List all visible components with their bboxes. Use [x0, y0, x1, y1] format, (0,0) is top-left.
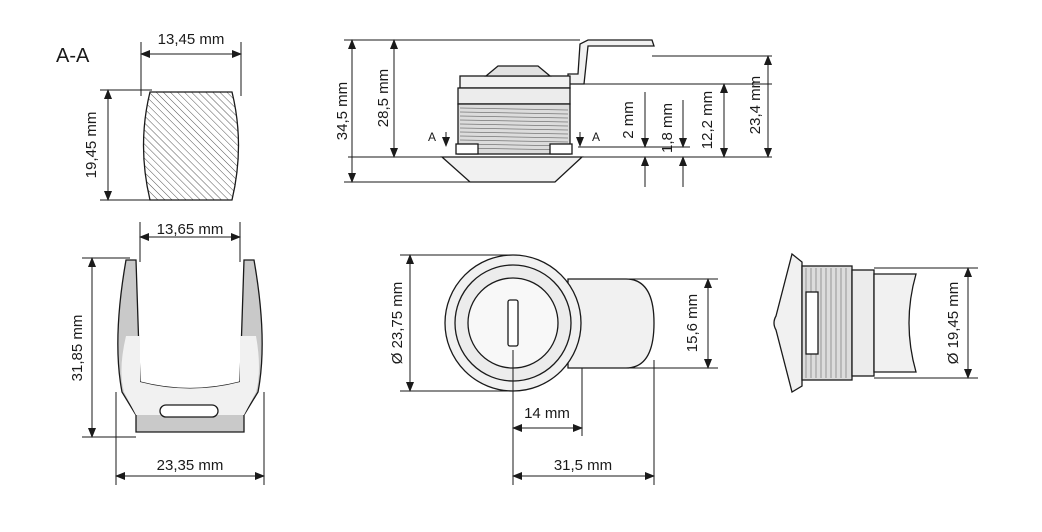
top-cap	[459, 75, 571, 89]
dim-clip-height: 31,85 mm	[69, 315, 86, 382]
section-view-a-a: A-A 13,45 mm 19,45 mm	[56, 31, 242, 201]
side-bezel	[773, 252, 803, 394]
collar	[457, 87, 571, 105]
side-thread-lines	[805, 268, 847, 378]
clip-front-view: 13,65 mm 31,85 mm 23,35 mm	[69, 221, 265, 485]
nut-left	[455, 143, 479, 155]
dim-body-height: 28,5 mm	[375, 69, 392, 127]
dim-clip-width-bottom: 23,35 mm	[157, 457, 224, 474]
dim-section-width: 13,45 mm	[158, 31, 225, 48]
dim-flange-2: 2 mm	[620, 101, 637, 139]
lock-front-view: Ø 23,75 mm 15,6 mm 14 mm 31,5 mm	[389, 254, 718, 485]
dim-section-height: 19,45 mm	[83, 112, 100, 179]
cam-arm	[567, 278, 655, 369]
key-plug-top	[484, 65, 552, 77]
dim-front-diameter: Ø 23,75 mm	[389, 282, 406, 365]
lock-side-view: Ø 19,45 mm	[773, 252, 978, 394]
clip-inner-shade	[121, 336, 259, 415]
clip-slot	[159, 404, 219, 418]
cam-lever	[567, 39, 655, 85]
dim-flange-1-8: 1,8 mm	[659, 103, 676, 153]
side-nut	[805, 291, 819, 355]
dim-offset-14: 14 mm	[524, 405, 570, 422]
nut-right	[549, 143, 573, 155]
section-marker-left: A	[428, 130, 436, 144]
side-cam	[873, 273, 917, 373]
side-collar	[851, 269, 875, 377]
side-elevation-view: A A 34,5 mm 28,5 mm 2 mm 1,8 mm 12,2 mm …	[334, 39, 772, 187]
dim-cam-height: 15,6 mm	[684, 294, 701, 352]
section-hatched-profile	[142, 91, 240, 201]
section-marker-right: A	[592, 130, 600, 144]
front-bezel	[440, 156, 584, 183]
dim-thread-12-2: 12,2 mm	[699, 91, 716, 149]
dim-side-diameter: Ø 19,45 mm	[945, 282, 962, 365]
dim-cam-length: 31,5 mm	[554, 457, 612, 474]
dim-overall-height: 34,5 mm	[334, 82, 351, 140]
dim-height-23-4: 23,4 mm	[747, 76, 764, 134]
dim-clip-width-top: 13,65 mm	[157, 221, 224, 238]
keyhole	[507, 299, 519, 347]
section-title: A-A	[56, 45, 90, 67]
